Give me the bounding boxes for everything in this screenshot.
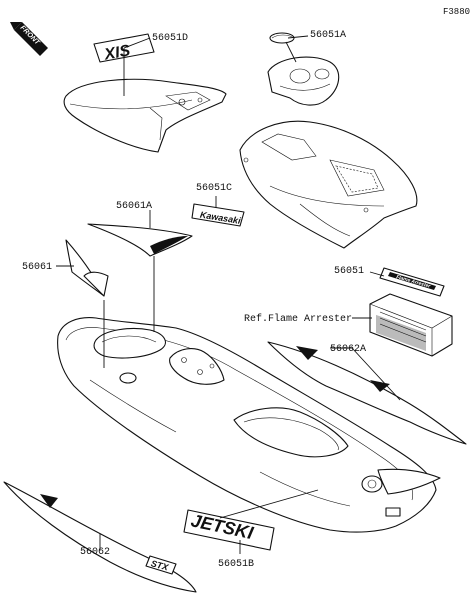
stripe-decal-56061A: [87, 223, 193, 257]
figure-id: F3880: [443, 7, 470, 17]
callout-56051B: 56051B: [218, 559, 254, 570]
small-decal-56051A: [269, 32, 295, 44]
stx-decal-text: STX: [150, 558, 170, 572]
callout-56061A: 56061A: [116, 201, 152, 212]
handle-cover-part: [267, 56, 340, 106]
xis-decal-text: XIS: [102, 42, 132, 63]
front-arrow-icon: FRONT: [10, 22, 48, 56]
callout-56062A: 56062A: [330, 344, 366, 355]
callout-labels: 56051D 56051A 56051C 56061A 56061 56051 …: [22, 30, 366, 570]
callout-56051D: 56051D: [152, 33, 188, 44]
callout-56051: 56051: [334, 266, 364, 277]
callout-56061: 56061: [22, 262, 52, 273]
callout-56051A: 56051A: [310, 30, 346, 41]
flame-arrester-part: [369, 293, 453, 357]
stripe-decal-56062A: [267, 341, 467, 495]
callout-ref-flame-arrester: Ref.Flame Arrester: [244, 313, 352, 325]
callout-56062: 56062: [80, 547, 110, 558]
callout-56051C: 56051C: [196, 183, 232, 194]
front-cowl-part: [239, 120, 418, 249]
rear-hood-part: [63, 78, 227, 153]
hull-part: [57, 317, 437, 533]
sticker-decal-56051: Flame Arrester: [379, 267, 445, 297]
side-stripe-decal-56061: [65, 239, 109, 297]
kawasaki-decal: Kawasaki: [191, 203, 245, 227]
jetski-decal: JETSKI: [183, 509, 275, 551]
leader-lines: [56, 35, 401, 554]
